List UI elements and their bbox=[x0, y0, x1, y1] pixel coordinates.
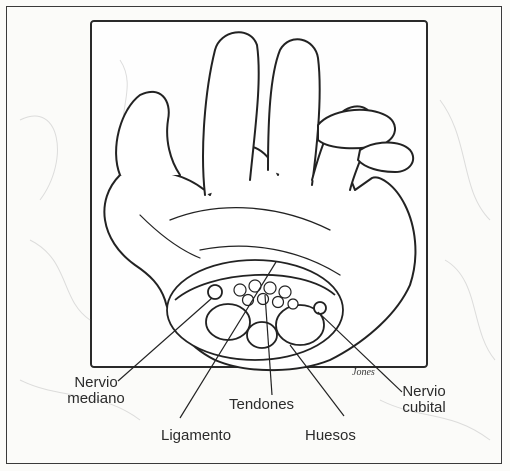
median-nerve bbox=[208, 285, 222, 299]
artist-signature: Jones bbox=[352, 367, 375, 378]
bone bbox=[206, 304, 250, 340]
ulnar-nerve bbox=[314, 302, 326, 314]
bone bbox=[247, 322, 277, 348]
label-line: mediano bbox=[64, 391, 128, 407]
thumb bbox=[116, 92, 180, 175]
label-line: Nervio bbox=[64, 375, 128, 391]
index-finger bbox=[203, 32, 259, 195]
label-tendones: Tendones bbox=[229, 397, 294, 413]
label-ligamento: Ligamento bbox=[161, 428, 231, 444]
label-line: cubital bbox=[393, 400, 455, 416]
label-huesos: Huesos bbox=[305, 428, 356, 444]
wrist-cross-section bbox=[167, 260, 343, 360]
label-nervio-mediano: Nervio mediano bbox=[64, 375, 128, 407]
middle-finger bbox=[268, 39, 320, 185]
label-line: Nervio bbox=[393, 384, 455, 400]
label-nervio-cubital: Nervio cubital bbox=[393, 384, 455, 416]
